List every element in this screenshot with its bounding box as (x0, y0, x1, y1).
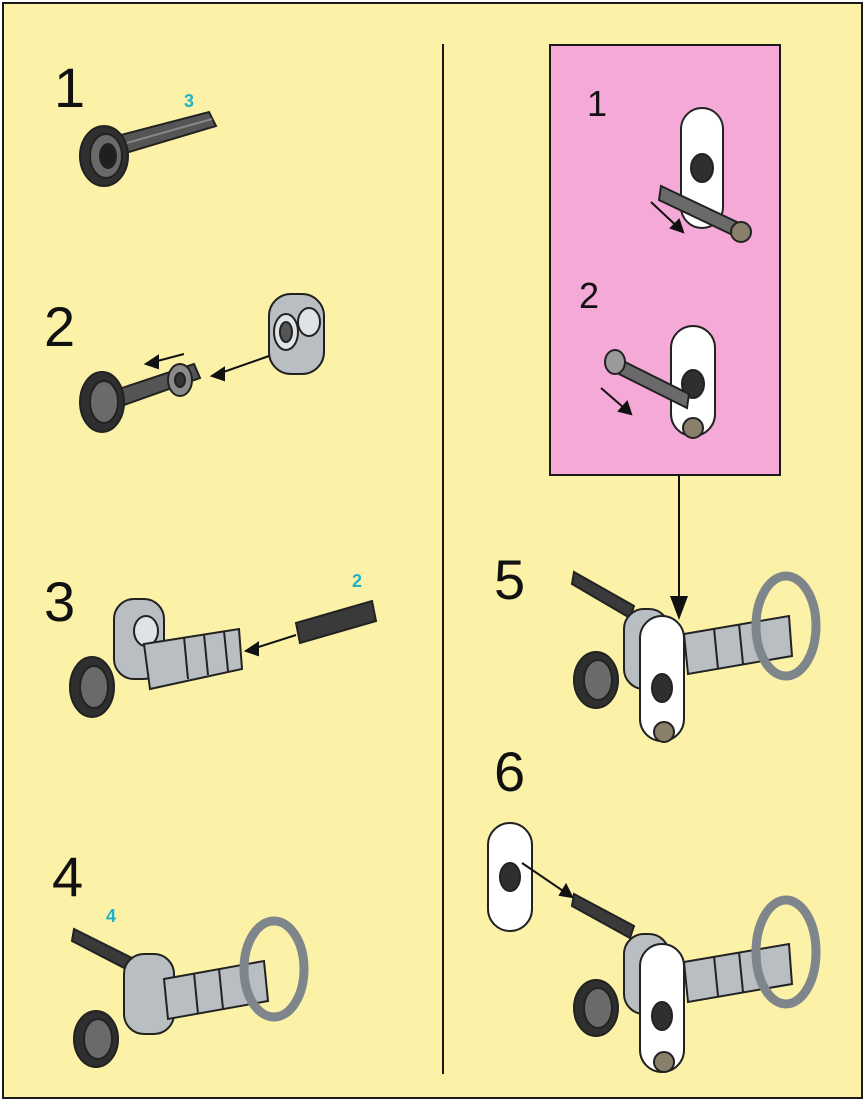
sub-assembly-callout: 1 2 (549, 44, 781, 476)
step-4-number: 4 (52, 849, 83, 905)
step-3-quantity: 2 (352, 572, 362, 590)
step-5-assembly-illustration (574, 564, 844, 754)
step-3-bushing-illustration (64, 589, 394, 739)
step-6-number: 6 (494, 744, 525, 800)
callout-substep-2-number: 2 (579, 278, 599, 314)
callout-substep-1-illustration (651, 106, 771, 256)
step-1-axle-gear-illustration (64, 104, 234, 204)
column-divider (442, 44, 444, 1074)
step-6-assembly-illustration (574, 874, 844, 1084)
callout-substep-1-number: 1 (587, 86, 607, 122)
callout-substep-2-illustration (601, 316, 771, 456)
step-2-connector-illustration (64, 284, 344, 454)
step-4-steering-wheel-illustration (64, 909, 364, 1069)
step-5-number: 5 (494, 552, 525, 608)
